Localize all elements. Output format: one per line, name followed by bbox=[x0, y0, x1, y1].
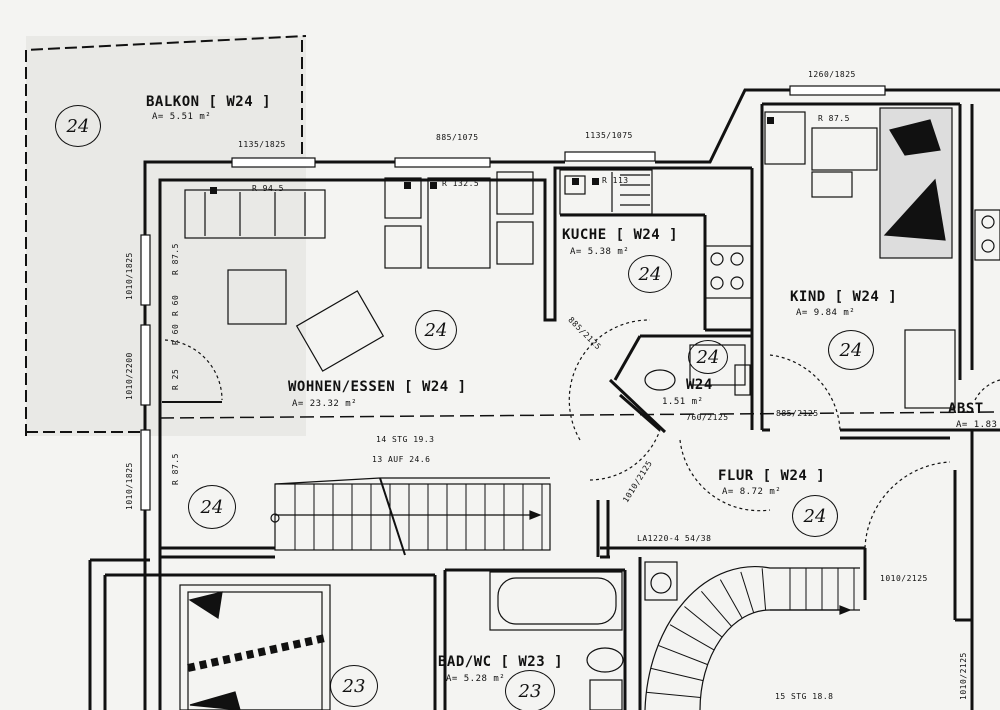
spiral-treads bbox=[645, 568, 855, 698]
marker-stair: 24 bbox=[188, 485, 236, 529]
dim-door-right: 1010/2125 bbox=[880, 574, 928, 583]
spiral-tread bbox=[684, 606, 723, 638]
kind-area: A= 9.84 m² bbox=[796, 308, 856, 318]
wohnen-tag: [ W24 ] bbox=[404, 379, 467, 395]
dim-win-top-kind: 1260/1825 bbox=[808, 70, 856, 79]
balkon-name: BALKON bbox=[146, 94, 200, 110]
stair-steps: 14 STG 19.3 bbox=[376, 435, 435, 444]
marker-lower-left: 23 bbox=[330, 665, 378, 707]
heater-wohnen-window: R 94.5 bbox=[252, 184, 284, 193]
section-line bbox=[159, 411, 1000, 419]
heater-markers bbox=[210, 117, 774, 194]
dim-door-right-low: 1010/2125 bbox=[959, 652, 968, 700]
kind-furniture bbox=[764, 107, 1000, 409]
wc-tag: W24 bbox=[686, 377, 713, 393]
outer-walls bbox=[88, 88, 1000, 710]
spiral-tread bbox=[645, 691, 701, 698]
bad-name: BAD/WC bbox=[438, 654, 492, 670]
heater-left-3: R 60 bbox=[171, 323, 180, 345]
lower-left-room bbox=[179, 584, 331, 710]
dim-left-lower: 1010/1825 bbox=[125, 462, 134, 510]
dim-la-note: LA1220-4 54/38 bbox=[637, 534, 712, 543]
heater-kind: R 87.5 bbox=[818, 114, 850, 123]
heater-kueche: R 113 bbox=[602, 176, 629, 185]
dim-win-top-3: 1135/1075 bbox=[585, 131, 633, 140]
marker-bad: 23 bbox=[505, 670, 555, 710]
marker-wohnen: 24 bbox=[415, 310, 457, 350]
living-furniture bbox=[184, 171, 534, 372]
dim-win-top-2: 885/1075 bbox=[436, 133, 479, 142]
spiral-tread bbox=[740, 571, 755, 613]
abst-name: ABST bbox=[948, 401, 984, 417]
flur-area: A= 8.72 m² bbox=[722, 487, 782, 497]
wc-area: 1.51 m² bbox=[662, 397, 704, 407]
windows bbox=[140, 85, 886, 511]
spiral-tread bbox=[669, 624, 715, 651]
balcony bbox=[25, 35, 307, 436]
kind-tag: [ W24 ] bbox=[834, 289, 898, 305]
washing-machine bbox=[644, 561, 678, 601]
dim-left-upper: 1010/1825 bbox=[125, 252, 134, 300]
kueche-tag: [ W24 ] bbox=[615, 227, 679, 243]
bad-tag: [ W23 ] bbox=[500, 654, 564, 670]
kueche-name: KUCHE bbox=[562, 227, 607, 243]
heater-dining: R 132.5 bbox=[442, 179, 480, 188]
kind-name: KIND bbox=[790, 289, 826, 305]
spiral-tread bbox=[761, 568, 767, 611]
stair-main bbox=[270, 477, 551, 556]
kueche-area: A= 5.38 m² bbox=[570, 247, 630, 257]
stair-run: 13 AUF 24.6 bbox=[372, 455, 431, 464]
kitchen-counter bbox=[559, 169, 752, 299]
abst-area: A= 1.83 bbox=[956, 420, 998, 430]
heater-left-4: R 25 bbox=[171, 368, 180, 390]
dim-door-wc: 760/2125 bbox=[686, 413, 729, 422]
stair-spiral bbox=[644, 565, 860, 710]
spiral-tread bbox=[650, 667, 704, 682]
marker-flur: 24 bbox=[792, 495, 838, 537]
heater-left-1: R 87.5 bbox=[171, 243, 180, 275]
flur-tag: [ W24 ] bbox=[762, 468, 826, 484]
wohnen-area: A= 23.32 m² bbox=[292, 399, 358, 409]
marker-wc: 24 bbox=[688, 340, 728, 374]
wc-fixtures bbox=[608, 344, 751, 434]
spiral-tread bbox=[658, 645, 708, 666]
spiral-tread bbox=[700, 590, 732, 627]
spiral-tread bbox=[719, 579, 743, 619]
bad-area: A= 5.28 m² bbox=[446, 674, 506, 684]
marker-kind: 24 bbox=[828, 330, 874, 370]
heater-left-2: R 60 bbox=[171, 294, 180, 316]
marker-kueche: 24 bbox=[628, 255, 672, 293]
balkon-area: A= 5.51 m² bbox=[152, 112, 212, 122]
heater-left-5: R 87.5 bbox=[171, 453, 180, 485]
marker-balkon: 24 bbox=[55, 105, 101, 147]
wohnen-name: WOHNEN/ESSEN bbox=[288, 379, 396, 395]
stair-treads bbox=[294, 484, 543, 550]
stair-spiral: 15 STG 18.8 bbox=[775, 692, 834, 701]
dim-win-top-1: 1135/1825 bbox=[238, 140, 286, 149]
balkon-tag: [ W24 ] bbox=[208, 94, 272, 110]
dim-left-mid: 1010/2200 bbox=[125, 352, 134, 400]
door-swings bbox=[164, 319, 1000, 549]
flur-name: FLUR bbox=[718, 468, 754, 484]
bathtub bbox=[489, 571, 624, 710]
dim-door-kind: 885/2125 bbox=[776, 409, 819, 418]
